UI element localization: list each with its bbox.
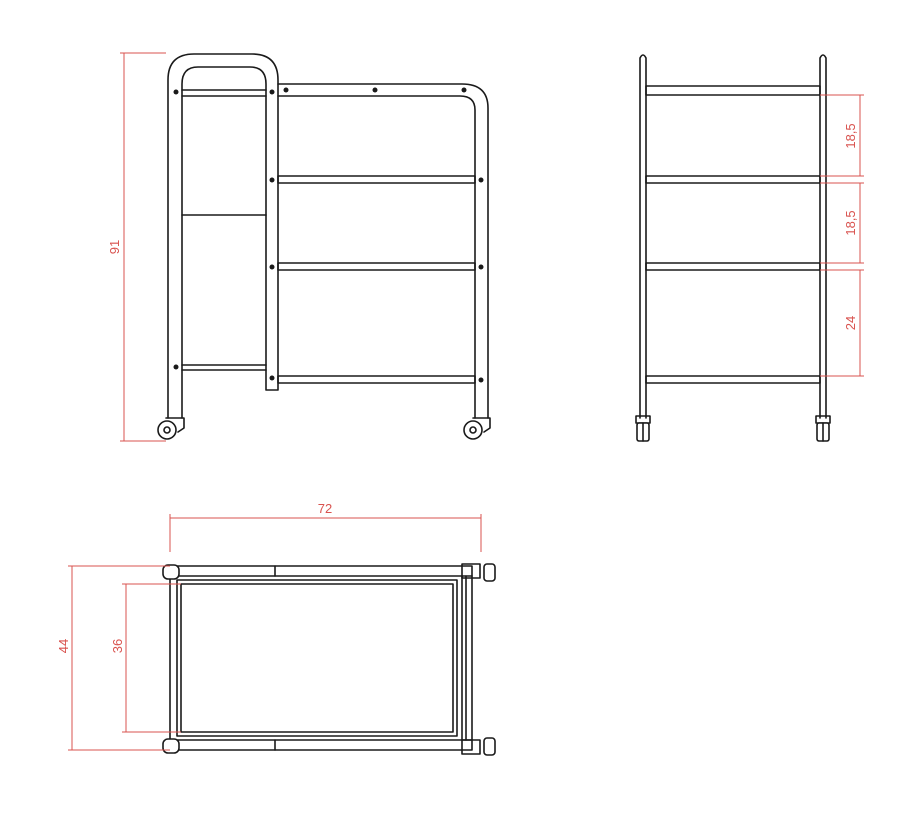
bolt <box>269 375 275 381</box>
side-caster-right <box>815 415 831 442</box>
top-view <box>162 563 496 756</box>
side-shelf-1 <box>645 175 821 184</box>
side-post-right <box>819 54 827 419</box>
front-shelf-3 <box>277 375 476 384</box>
top-caster-bottom-right <box>461 737 496 756</box>
caster-left <box>157 417 185 440</box>
top-tray-outer <box>176 579 458 737</box>
bolt <box>478 264 484 270</box>
dimension-label-top-width: 72 <box>318 501 332 516</box>
dimension-label-shelf-spacing-bottom: 24 <box>843 316 858 330</box>
dimension-label-top-depth-inner: 36 <box>110 639 125 653</box>
bolt <box>461 87 467 93</box>
bolt <box>269 264 275 270</box>
bolt <box>173 364 179 370</box>
bolt <box>478 177 484 183</box>
dimension-label-shelf-spacing-middle: 18,5 <box>843 210 858 235</box>
front-view <box>157 53 491 440</box>
top-frame-outer <box>169 565 473 751</box>
caster-right <box>463 417 491 440</box>
side-post-left <box>639 54 647 419</box>
handle-frame-outer <box>167 53 279 419</box>
right-frame-outer <box>277 83 489 419</box>
bolt <box>269 177 275 183</box>
bolt <box>372 87 378 93</box>
right-frame-inner <box>277 95 476 419</box>
top-caster-top-right <box>461 563 496 582</box>
side-caster-left <box>635 415 651 442</box>
top-tray-inner <box>180 583 454 733</box>
front-shelf-1 <box>277 175 476 184</box>
top-caster-top-left <box>162 564 180 580</box>
dimension-side-spacings: 18,5 18,5 24 <box>820 94 864 377</box>
dimension-label-top-depth-outer: 44 <box>56 639 71 653</box>
dimension-label-front-height: 91 <box>107 240 122 254</box>
side-view <box>635 54 831 442</box>
dimension-top-depth: 44 36 <box>56 565 181 751</box>
top-caster-bottom-left <box>162 738 180 754</box>
dimension-front-height: 91 <box>107 52 166 442</box>
bolt <box>173 89 179 95</box>
front-shelf-2 <box>277 262 476 271</box>
dimension-top-width: 72 <box>169 501 482 552</box>
side-shelf-3 <box>645 375 821 384</box>
side-shelf-2 <box>645 262 821 271</box>
bolt <box>283 87 289 93</box>
bolt <box>269 89 275 95</box>
bolt <box>478 377 484 383</box>
side-shelf-top <box>645 85 821 96</box>
dimension-label-shelf-spacing-top: 18,5 <box>843 123 858 148</box>
